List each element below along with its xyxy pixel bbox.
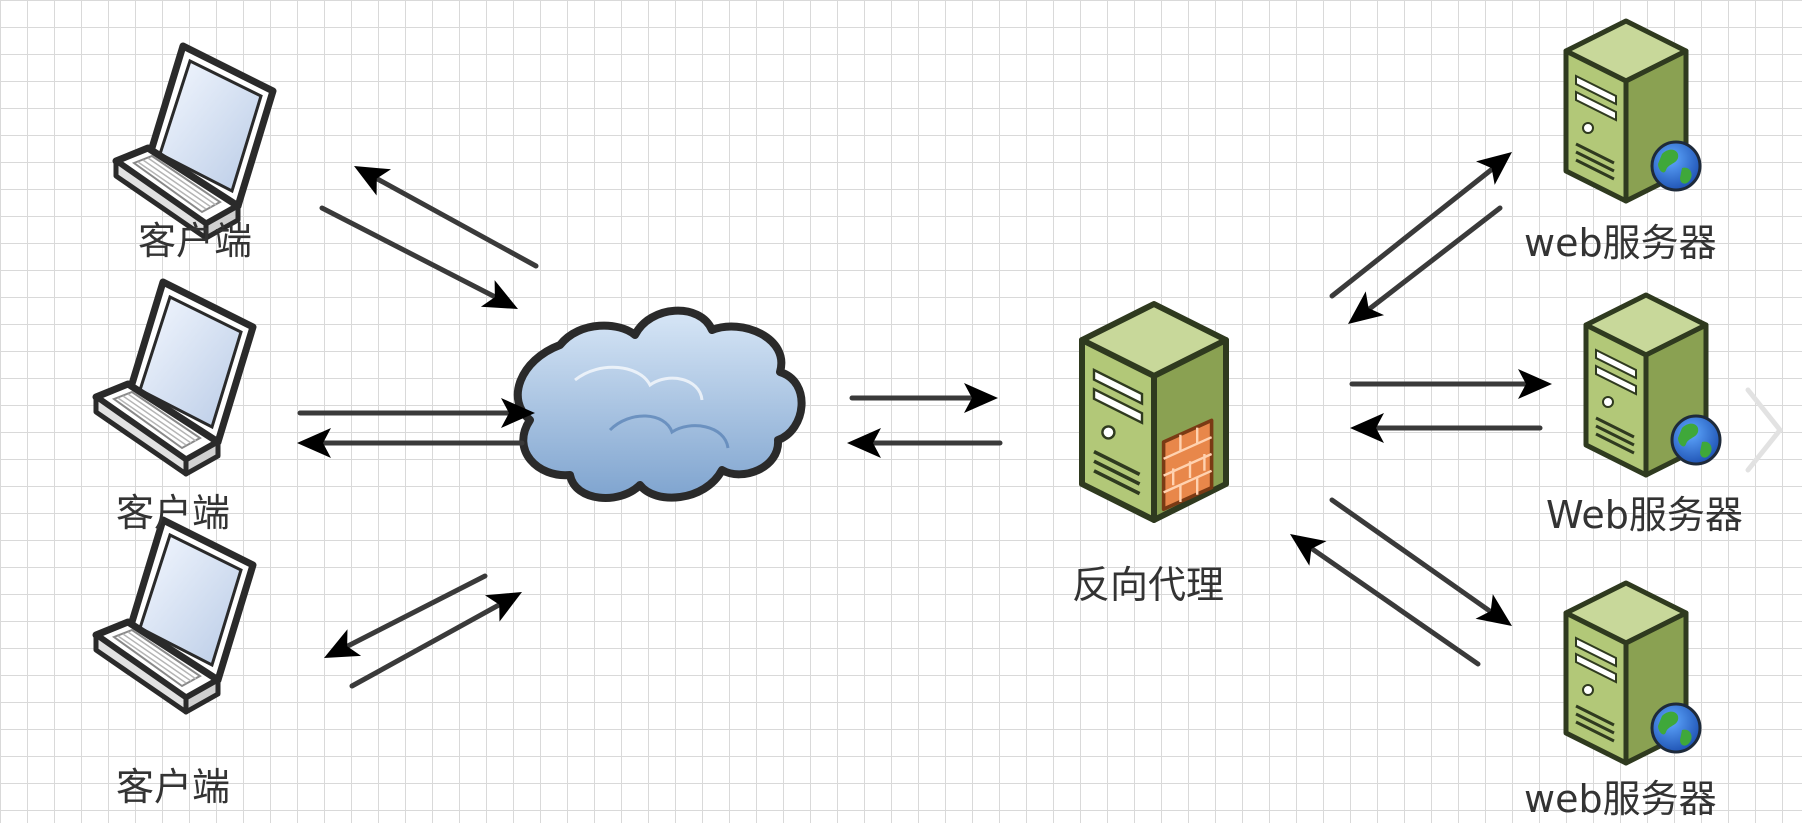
arrow-server2-to-proxy (1350, 413, 1543, 443)
arrow-proxy-to-cloud (847, 428, 1003, 458)
arrow-cloud-to-client2 (297, 428, 525, 458)
arrow-cloud-to-client1 (346, 152, 539, 269)
laptop-icon (96, 520, 253, 712)
proxy-label: 反向代理 (1072, 563, 1225, 607)
arrow-cloud-to-client3 (317, 573, 488, 672)
web-server-3 (1566, 583, 1702, 763)
web-server-icon (1586, 295, 1722, 475)
server-label-3: web服务器 (1524, 777, 1717, 821)
internet-cloud (513, 306, 806, 502)
client-laptop-2 (96, 282, 253, 474)
server-label-2: Web服务器 (1546, 493, 1743, 537)
client-label-1: 客户端 (138, 219, 253, 263)
web-server-icon (1566, 583, 1702, 763)
client-label-3: 客户端 (116, 765, 231, 809)
reverse-proxy-server (1082, 304, 1226, 520)
arrow-client3-to-cloud (349, 578, 530, 689)
arrow-server3-to-proxy (1281, 521, 1481, 667)
arrow-proxy-to-server3 (1329, 497, 1521, 639)
laptop-icon (96, 282, 253, 474)
client-laptop-3 (96, 520, 253, 712)
web-server-icon (1566, 21, 1702, 201)
arrow-cloud-to-proxy (849, 383, 998, 413)
server-label-1: web服务器 (1524, 221, 1717, 265)
web-server-1 (1566, 21, 1702, 201)
arrow-server1-to-proxy (1338, 205, 1503, 336)
arrow-client1-to-cloud (319, 205, 525, 323)
cloud-icon (513, 306, 806, 502)
chevron-right-icon[interactable] (1740, 385, 1790, 475)
web-server-2 (1586, 295, 1722, 475)
arrow-client2-to-cloud (297, 398, 535, 428)
arrow-proxy-to-server2 (1349, 369, 1552, 399)
server-firewall-icon (1082, 304, 1226, 520)
arrow-proxy-to-server1 (1329, 140, 1522, 299)
client-label-2: 客户端 (116, 491, 231, 535)
